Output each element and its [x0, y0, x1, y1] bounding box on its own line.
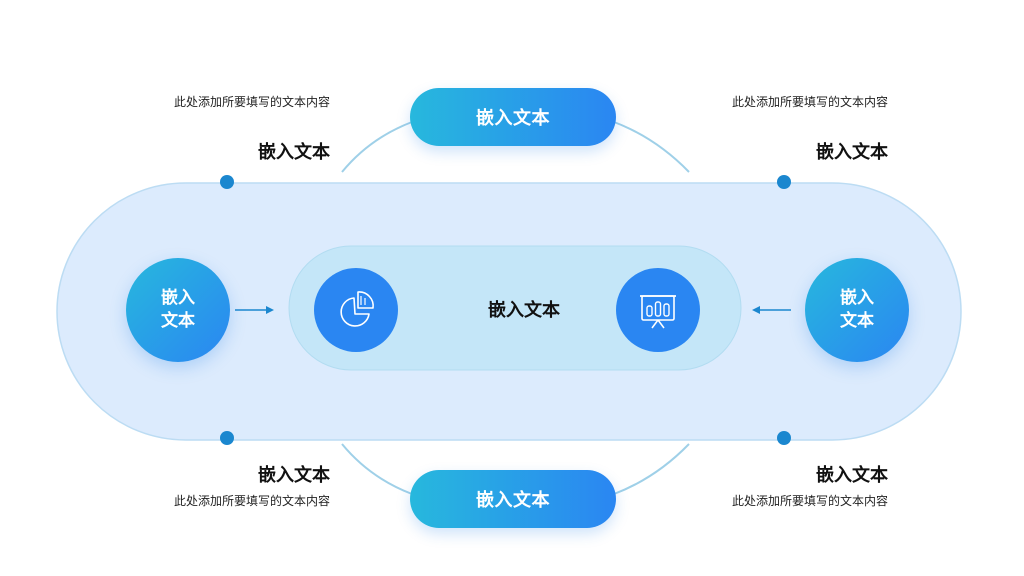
bottom-right-title: 嵌入文本 [816, 465, 888, 486]
top-pill-label: 嵌入文本 [476, 108, 550, 129]
arc-bottom-left [341, 443, 413, 495]
arc-top-right [613, 121, 690, 173]
dot-top-left [220, 175, 234, 189]
bottom-left-desc: 此处添加所要填写的文本内容 [173, 494, 330, 508]
left-circle: 嵌入文本 [126, 258, 230, 362]
center-label: 嵌入文本 [488, 300, 560, 321]
bottom-pill-label: 嵌入文本 [476, 490, 550, 511]
bottom-left-title: 嵌入文本 [258, 465, 330, 486]
top-right-title: 嵌入文本 [816, 142, 888, 163]
arrow-right-icon [752, 306, 791, 314]
top-left-desc: 此处添加所要填写的文本内容 [173, 95, 330, 109]
top-pill: 嵌入文本 [410, 88, 616, 146]
bottom-right-desc: 此处添加所要填写的文本内容 [731, 494, 888, 508]
bottom-pill: 嵌入文本 [410, 470, 616, 528]
dot-top-right [777, 175, 791, 189]
presentation-board-icon [640, 295, 676, 329]
left-circle-label: 嵌入文本 [161, 288, 195, 331]
arc-top-left [341, 121, 413, 173]
right-circle: 嵌入文本 [805, 258, 909, 362]
dot-bottom-right [777, 431, 791, 445]
arc-bottom-right [613, 443, 690, 495]
left-icon-circle [314, 268, 398, 352]
top-left-title: 嵌入文本 [258, 142, 330, 163]
top-right-desc: 此处添加所要填写的文本内容 [731, 95, 888, 109]
pie-chart-icon [340, 291, 374, 327]
right-icon-circle [616, 268, 700, 352]
right-circle-label: 嵌入文本 [840, 288, 874, 331]
dot-bottom-left [220, 431, 234, 445]
arrow-left-icon [235, 306, 274, 314]
